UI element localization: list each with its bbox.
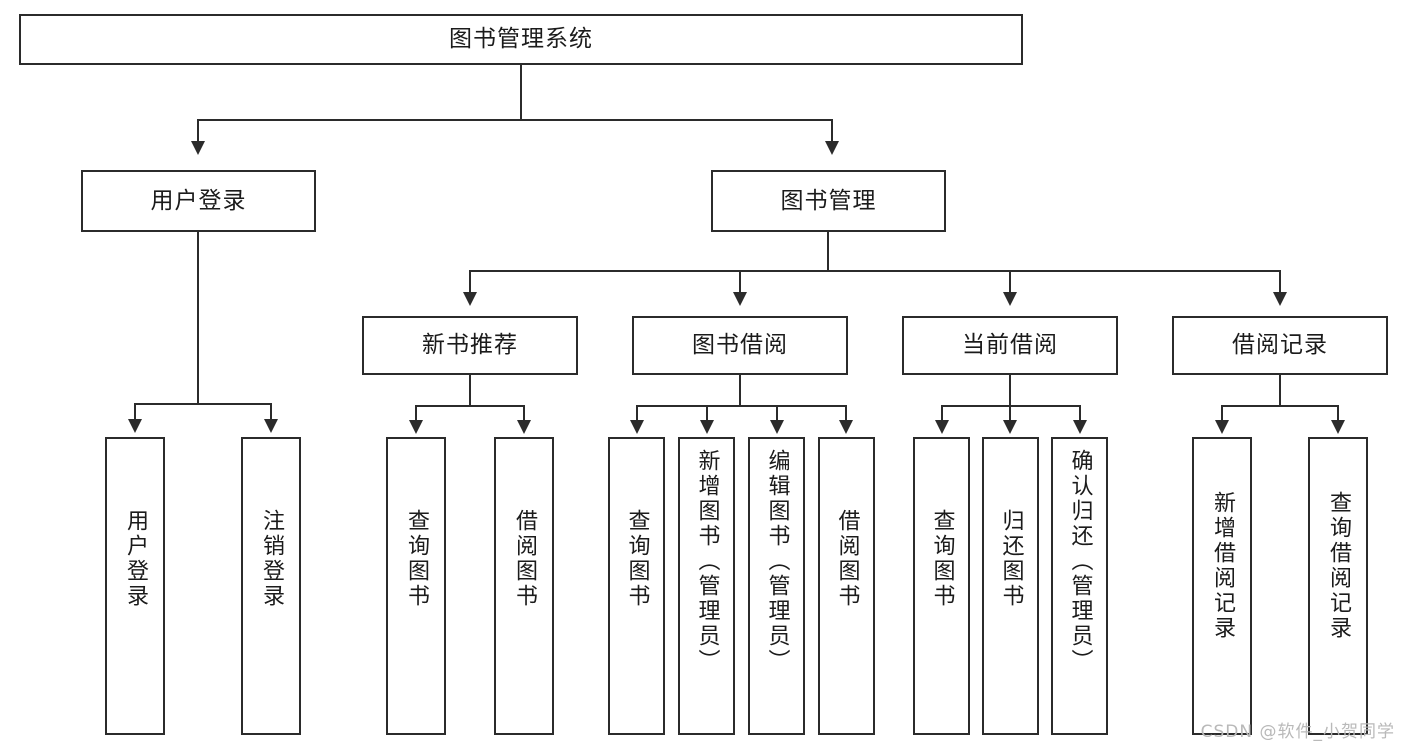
node-label: 新增图书（管理员） xyxy=(694,449,720,674)
connector-borrow-record-bus xyxy=(1221,405,1339,407)
connector-current-borrow-bus xyxy=(941,405,1081,407)
arrowhead-current-borrow-leaf-2 xyxy=(1003,420,1017,434)
arrowhead-book-mgmt-to-new-book xyxy=(463,292,477,306)
node-user-login[interactable]: 用户登录 xyxy=(81,170,316,232)
node-label: 编辑图书（管理员） xyxy=(764,449,790,674)
node-label: 借阅记录 xyxy=(1232,332,1328,359)
leaf-book-borrow-add[interactable]: 新增图书（管理员） xyxy=(678,437,735,735)
connector-new-book-bus xyxy=(415,405,525,407)
leaf-borrow-record-query[interactable]: 查询借阅记录 xyxy=(1308,437,1368,735)
connector-new-book-drop-1 xyxy=(415,405,417,423)
node-root-system[interactable]: 图书管理系统 xyxy=(19,14,1023,65)
node-label: 查询图书 xyxy=(403,509,429,609)
connector-root-stem xyxy=(520,65,522,119)
connector-book-mgmt-drop-1 xyxy=(469,270,471,296)
node-book-borrow[interactable]: 图书借阅 xyxy=(632,316,848,375)
node-label: 注销登录 xyxy=(258,509,284,609)
arrowhead-root-to-book-mgmt xyxy=(825,141,839,155)
connector-user-login-bus xyxy=(134,403,272,405)
leaf-current-borrow-query[interactable]: 查询图书 xyxy=(913,437,970,735)
connector-new-book-drop-2 xyxy=(523,405,525,423)
connector-book-borrow-drop-2 xyxy=(706,405,708,423)
node-label: 借阅图书 xyxy=(834,509,860,609)
arrowhead-current-borrow-leaf-3 xyxy=(1073,420,1087,434)
arrowhead-book-mgmt-to-book-borrow xyxy=(733,292,747,306)
node-label: 新增借阅记录 xyxy=(1209,491,1235,641)
node-label: 查询借阅记录 xyxy=(1325,491,1351,641)
node-label: 借阅图书 xyxy=(511,509,537,609)
leaf-book-borrow-edit[interactable]: 编辑图书（管理员） xyxy=(748,437,805,735)
connector-user-login-drop-2 xyxy=(270,403,272,423)
arrowhead-book-mgmt-to-current-borrow xyxy=(1003,292,1017,306)
connector-book-borrow-drop-4 xyxy=(845,405,847,423)
connector-borrow-record-stem xyxy=(1279,375,1281,407)
connector-root-bus xyxy=(197,119,833,121)
leaf-current-borrow-return[interactable]: 归还图书 xyxy=(982,437,1039,735)
node-label: 当前借阅 xyxy=(962,332,1058,359)
connector-book-borrow-drop-1 xyxy=(636,405,638,423)
arrowhead-book-mgmt-to-borrow-record xyxy=(1273,292,1287,306)
node-label: 图书管理 xyxy=(780,187,877,214)
leaf-user-login-logout[interactable]: 注销登录 xyxy=(241,437,301,735)
arrowhead-user-login-leaf-2 xyxy=(264,419,278,433)
connector-user-login-stem xyxy=(197,232,199,405)
connector-book-mgmt-drop-3 xyxy=(1009,270,1011,296)
leaf-user-login-login[interactable]: 用户登录 xyxy=(105,437,165,735)
connector-borrow-record-drop-2 xyxy=(1337,405,1339,423)
arrowhead-book-borrow-leaf-4 xyxy=(839,420,853,434)
node-book-management[interactable]: 图书管理 xyxy=(711,170,946,232)
arrowhead-borrow-record-leaf-1 xyxy=(1215,420,1229,434)
connector-book-borrow-drop-3 xyxy=(776,405,778,423)
connector-book-mgmt-drop-4 xyxy=(1279,270,1281,296)
connector-root-to-book-mgmt xyxy=(831,119,833,145)
arrowhead-user-login-leaf-1 xyxy=(128,419,142,433)
arrowhead-book-borrow-leaf-3 xyxy=(770,420,784,434)
connector-current-borrow-drop-2 xyxy=(1009,405,1011,423)
node-label: 新书推荐 xyxy=(422,332,518,359)
arrowhead-new-book-leaf-1 xyxy=(409,420,423,434)
node-label: 确认归还（管理员） xyxy=(1067,449,1093,674)
leaf-current-borrow-confirm[interactable]: 确认归还（管理员） xyxy=(1051,437,1108,735)
node-label: 查询图书 xyxy=(624,509,650,609)
leaf-book-borrow-borrow[interactable]: 借阅图书 xyxy=(818,437,875,735)
connector-current-borrow-drop-1 xyxy=(941,405,943,423)
arrowhead-new-book-leaf-2 xyxy=(517,420,531,434)
connector-book-mgmt-bus xyxy=(469,270,1281,272)
node-label: 用户登录 xyxy=(150,187,247,214)
connector-current-borrow-stem xyxy=(1009,375,1011,407)
node-label: 图书管理系统 xyxy=(449,26,593,53)
arrowhead-book-borrow-leaf-2 xyxy=(700,420,714,434)
node-borrow-record[interactable]: 借阅记录 xyxy=(1172,316,1388,375)
arrowhead-book-borrow-leaf-1 xyxy=(630,420,644,434)
leaf-new-book-borrow[interactable]: 借阅图书 xyxy=(494,437,554,735)
node-new-book-recommend[interactable]: 新书推荐 xyxy=(362,316,578,375)
arrowhead-current-borrow-leaf-1 xyxy=(935,420,949,434)
node-label: 用户登录 xyxy=(122,509,148,609)
connector-current-borrow-drop-3 xyxy=(1079,405,1081,423)
connector-borrow-record-drop-1 xyxy=(1221,405,1223,423)
connector-book-borrow-stem xyxy=(739,375,741,407)
connector-new-book-stem xyxy=(469,375,471,407)
node-label: 归还图书 xyxy=(998,509,1024,609)
leaf-book-borrow-query[interactable]: 查询图书 xyxy=(608,437,665,735)
connector-user-login-drop-1 xyxy=(134,403,136,423)
arrowhead-borrow-record-leaf-2 xyxy=(1331,420,1345,434)
leaf-new-book-query[interactable]: 查询图书 xyxy=(386,437,446,735)
node-current-borrow[interactable]: 当前借阅 xyxy=(902,316,1118,375)
arrowhead-root-to-user-login xyxy=(191,141,205,155)
connector-root-to-user-login xyxy=(197,119,199,145)
connector-book-mgmt-stem xyxy=(827,232,829,272)
node-label: 查询图书 xyxy=(929,509,955,609)
leaf-borrow-record-add[interactable]: 新增借阅记录 xyxy=(1192,437,1252,735)
connector-book-mgmt-drop-2 xyxy=(739,270,741,296)
connector-book-borrow-bus xyxy=(636,405,847,407)
node-label: 图书借阅 xyxy=(692,332,788,359)
